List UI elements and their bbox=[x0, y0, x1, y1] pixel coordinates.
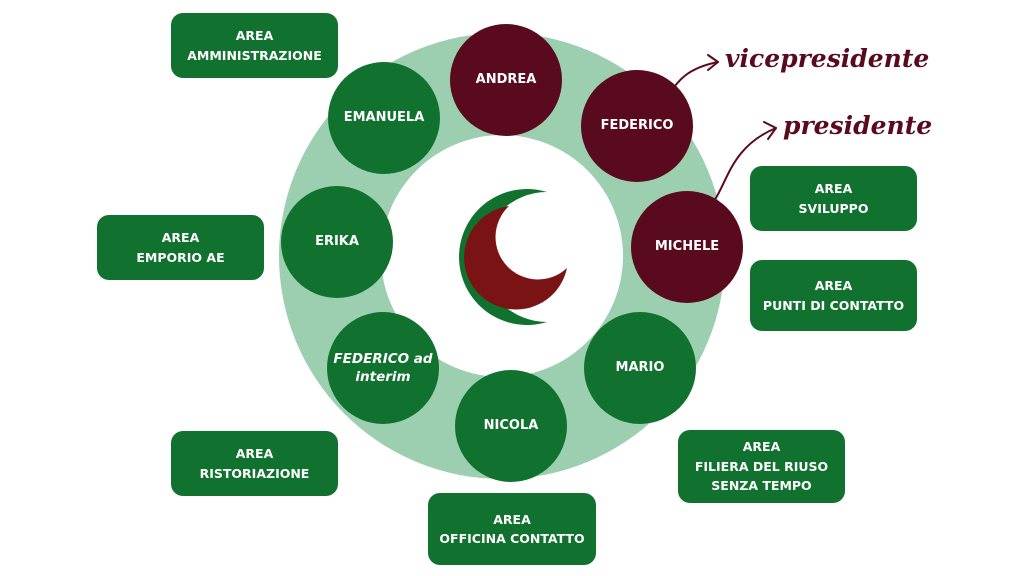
area-punti-line1: AREA bbox=[814, 278, 853, 294]
area-amministrazione-line1: AREA bbox=[235, 28, 274, 44]
member-nicola-label: NICOLA bbox=[483, 418, 539, 434]
role-presidente: presidente bbox=[783, 111, 933, 140]
area-sviluppo: AREA SVILUPPO bbox=[750, 166, 917, 231]
area-sviluppo-line2: SVILUPPO bbox=[798, 200, 869, 216]
presidente-arrowhead bbox=[763, 121, 777, 140]
area-punti-line2: PUNTI DI CONTATTO bbox=[762, 297, 905, 313]
area-sviluppo-line1: AREA bbox=[814, 181, 853, 197]
member-federico: FEDERICO bbox=[581, 70, 693, 182]
area-filiera-line1: AREA bbox=[742, 439, 781, 455]
member-michele-label: MICHELE bbox=[654, 239, 720, 255]
area-amministrazione: AREA AMMINISTRAZIONE bbox=[171, 13, 338, 78]
area-filiera-line2: FILIERA DEL RIUSO bbox=[694, 458, 829, 474]
member-nicola: NICOLA bbox=[455, 370, 567, 482]
member-federico-label: FEDERICO bbox=[600, 118, 674, 134]
area-officina-line1: AREA bbox=[493, 511, 531, 527]
area-officina-line2: OFFICINA CONTATTO bbox=[439, 531, 585, 546]
area-ristoriazione: AREA RISTORIAZIONE bbox=[171, 431, 338, 496]
member-erika-label: ERIKA bbox=[315, 234, 359, 250]
vicepresidente-arrowhead bbox=[707, 54, 719, 71]
area-filiera-line3: SENZA TEMPO bbox=[711, 478, 812, 494]
member-federico-interim: FEDERICO ad interim bbox=[327, 312, 439, 424]
member-mario: MARIO bbox=[584, 312, 696, 424]
area-amministrazione-line2: AMMINISTRAZIONE bbox=[187, 47, 322, 63]
area-emporio-line2: EMPORIO AE bbox=[136, 249, 225, 265]
member-emanuela: EMANUELA bbox=[328, 62, 440, 174]
area-filiera-del-riuso: AREA FILIERA DEL RIUSO SENZA TEMPO bbox=[678, 430, 845, 503]
member-andrea: ANDREA bbox=[450, 24, 562, 136]
member-michele: MICHELE bbox=[631, 191, 743, 303]
member-federico-interim-label: FEDERICO ad interim bbox=[333, 350, 433, 385]
logo-icon bbox=[459, 189, 567, 325]
member-andrea-label: ANDREA bbox=[475, 72, 537, 88]
area-ristoriazione-line1: AREA bbox=[235, 446, 274, 462]
member-mario-label: MARIO bbox=[615, 360, 665, 376]
area-ristoriazione-line2: RISTORIAZIONE bbox=[199, 465, 310, 481]
area-emporio-line1: AREA bbox=[161, 230, 200, 246]
member-emanuela-label: EMANUELA bbox=[343, 110, 425, 126]
area-officina: AREA OFFICINA CONTATTO bbox=[428, 493, 596, 565]
area-emporio: AREA EMPORIO AE bbox=[97, 215, 264, 280]
member-erika: ERIKA bbox=[281, 186, 393, 298]
area-punti-di-contatto: AREA PUNTI DI CONTATTO bbox=[750, 260, 917, 331]
role-vicepresidente: vicepresidente bbox=[725, 44, 930, 73]
